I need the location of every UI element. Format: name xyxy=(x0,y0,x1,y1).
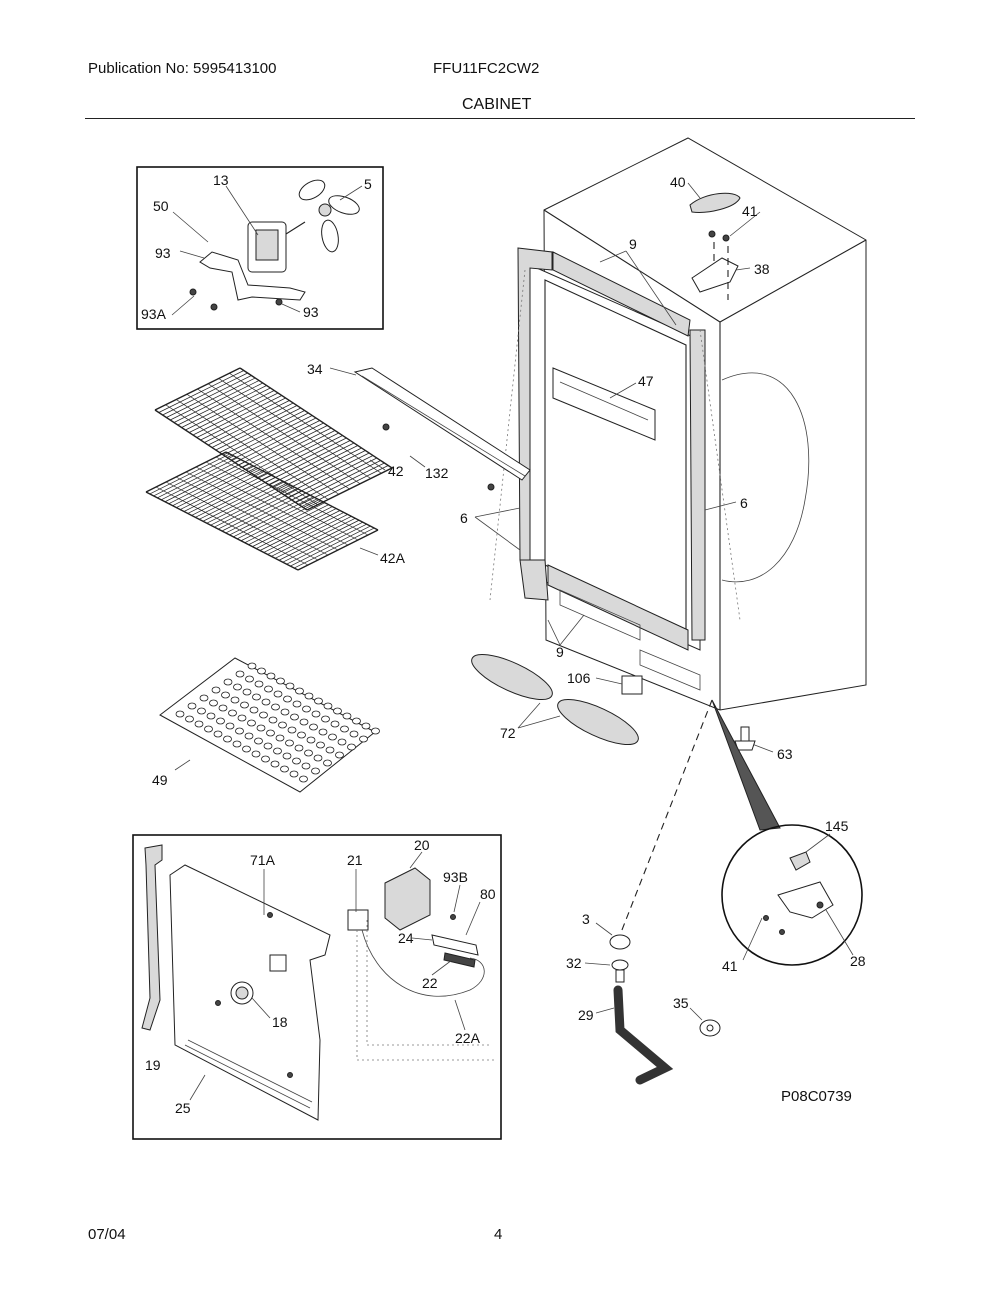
mounting-bracket xyxy=(431,934,479,968)
callout-25: 25 xyxy=(175,1100,191,1116)
callout-35: 35 xyxy=(673,995,689,1011)
callout-132: 132 xyxy=(425,465,449,481)
callout-3: 3 xyxy=(582,911,590,927)
callout-93B: 93B xyxy=(443,869,468,885)
callout-22A: 22A xyxy=(455,1030,481,1046)
callout-42: 42 xyxy=(388,463,404,479)
hinge-cover-top xyxy=(689,192,741,300)
callout-40: 40 xyxy=(670,174,686,190)
leveling-leg xyxy=(734,726,756,751)
callout-145: 145 xyxy=(825,818,849,834)
callout-34: 34 xyxy=(307,361,323,377)
control-housing xyxy=(384,867,431,931)
callout-22: 22 xyxy=(422,975,438,991)
air-grille-right xyxy=(557,698,639,746)
drain-tube xyxy=(613,985,674,1085)
thermostat-knob xyxy=(230,981,254,1005)
model-number: FFU11FC2CW2 xyxy=(433,60,540,77)
fan-motor xyxy=(247,221,306,273)
detail-callout-wedge xyxy=(711,699,781,831)
callout-6-right: 6 xyxy=(740,495,748,511)
callout-49: 49 xyxy=(152,772,168,788)
fan-bracket xyxy=(199,251,306,301)
hinge-detail-circle xyxy=(721,824,863,966)
callout-38: 38 xyxy=(754,261,770,277)
fan-screws xyxy=(189,288,283,311)
door-gasket-frame xyxy=(517,247,706,651)
section-title: CABINET xyxy=(462,96,532,113)
callout-93-upper: 93 xyxy=(155,245,171,261)
wire-shelf-lower xyxy=(145,451,379,571)
callout-63: 63 xyxy=(777,746,793,762)
callout-29: 29 xyxy=(578,1007,594,1023)
publication-number: Publication No: 5995413100 xyxy=(88,60,277,77)
shelf-rail xyxy=(353,367,531,481)
air-grille-left xyxy=(471,653,553,701)
callout-20: 20 xyxy=(414,837,430,853)
callout-71A: 71A xyxy=(250,852,276,868)
callout-72: 72 xyxy=(500,725,516,741)
callout-13: 13 xyxy=(213,172,229,188)
freezer-basket xyxy=(159,657,380,793)
callout-24: 24 xyxy=(398,930,414,946)
drain-fitting xyxy=(611,959,629,983)
callout-5: 5 xyxy=(364,176,372,192)
callout-28: 28 xyxy=(850,953,866,969)
callout-93-lower: 93 xyxy=(303,304,319,320)
callout-9-top: 9 xyxy=(629,236,637,252)
header-rule xyxy=(85,118,915,119)
bottom-hinge xyxy=(777,881,834,919)
footer-date: 07/04 xyxy=(88,1226,126,1243)
callout-47: 47 xyxy=(638,373,654,389)
gasket-strip xyxy=(141,844,163,1031)
callout-19: 19 xyxy=(145,1057,161,1073)
callout-32: 32 xyxy=(566,955,582,971)
callout-41-top: 41 xyxy=(742,203,758,219)
thermostat xyxy=(347,909,485,997)
callout-18: 18 xyxy=(272,1014,288,1030)
fan-motor-inset-box xyxy=(136,166,384,330)
lower-toe-grille-area xyxy=(559,589,701,695)
callout-50: 50 xyxy=(153,198,169,214)
shelf-support-bracket xyxy=(552,367,656,441)
callout-9-bottom: 9 xyxy=(556,644,564,660)
callout-42A: 42A xyxy=(380,550,406,566)
callout-6-left: 6 xyxy=(460,510,468,526)
footer-page-number: 4 xyxy=(494,1226,503,1243)
hinge-pin xyxy=(789,851,811,871)
drain-clamp xyxy=(699,1019,721,1037)
control-panel-inset-box xyxy=(132,834,502,1140)
callout-106: 106 xyxy=(567,670,591,686)
figure-code: P08C0739 xyxy=(781,1088,852,1105)
drain-plug xyxy=(609,934,631,950)
callout-labels: 13 5 50 93 93A 93 40 41 38 9 34 47 42 13… xyxy=(141,172,866,1116)
callout-41-bottom: 41 xyxy=(722,958,738,974)
fan-blade xyxy=(298,179,360,253)
callout-93A: 93A xyxy=(141,306,167,322)
wire-shelf-upper xyxy=(154,367,393,511)
callout-80: 80 xyxy=(480,886,496,902)
callout-21: 21 xyxy=(347,852,363,868)
